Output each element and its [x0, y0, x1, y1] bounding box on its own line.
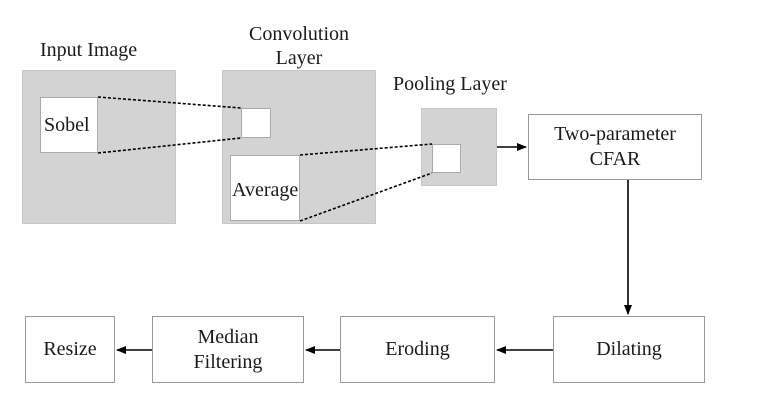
sobel-label: Sobel — [44, 114, 90, 136]
convolution-title-line1: Convolution — [248, 23, 349, 45]
convolution-layer-title: Convolution Layer — [222, 22, 376, 70]
pooling-output-cell — [432, 144, 461, 173]
median-filtering-box: Median Filtering — [152, 316, 304, 383]
dilating-label: Dilating — [596, 338, 662, 360]
cfar-label-line2: CFAR — [589, 148, 641, 170]
convolution-title-line2: Layer — [275, 47, 323, 69]
average-label: Average — [232, 179, 299, 201]
input-image-title: Input Image — [40, 39, 138, 61]
average-kernel-box — [230, 155, 300, 221]
cfar-label-line1: Two-parameter — [554, 123, 676, 145]
pooling-layer-title: Pooling Layer — [393, 73, 507, 95]
two-parameter-cfar-box: Two-parameter CFAR — [528, 114, 702, 180]
sobel-kernel-box — [40, 97, 98, 153]
eroding-box: Eroding — [340, 316, 495, 383]
dilating-box: Dilating — [553, 316, 705, 383]
convolution-output-cell — [241, 108, 271, 138]
resize-box: Resize — [25, 316, 115, 383]
eroding-label: Eroding — [385, 338, 450, 360]
median-label-line1: Median — [197, 325, 259, 348]
resize-label: Resize — [43, 338, 97, 360]
median-label-line2: Filtering — [193, 350, 263, 373]
